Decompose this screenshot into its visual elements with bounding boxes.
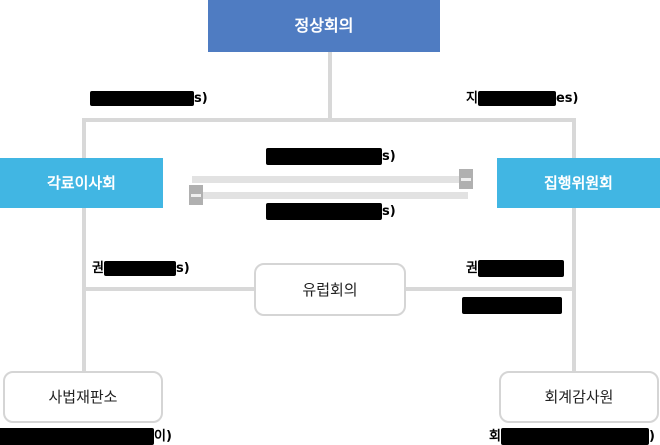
node-court-of-justice-label: 사법재판소 (48, 388, 118, 406)
edge-label-mid-left-prefix: 권 (92, 261, 104, 276)
edge-label-top-right: 지 es) (466, 90, 578, 108)
arrow-shaft-leftward (196, 192, 468, 199)
redaction-bar-bottom-right (500, 428, 649, 445)
edge-label-center-upper-suffix: s) (382, 149, 396, 164)
edge-label-bottom-right: 회) (489, 428, 655, 445)
redaction-bar-top-left (90, 91, 194, 106)
edge-label-bottom-left: 이) (0, 428, 172, 445)
edge-label-bottom-right-prefix: 회 (489, 429, 501, 444)
arrow-head-left (189, 185, 203, 205)
node-court-of-justice[interactable]: 사법재판소 (3, 371, 163, 423)
edge-label-center-upper: s) (266, 148, 396, 166)
node-european-assembly[interactable]: 유럽회의 (254, 263, 406, 316)
redaction-bar-center-lower (266, 203, 382, 220)
node-summit[interactable]: 정상회의 (208, 0, 440, 52)
redaction-bar-top-right (477, 91, 556, 106)
node-executive-committee-label: 집행위원회 (543, 174, 613, 192)
edge-label-bottom-left-suffix: 이) (154, 429, 172, 444)
edge-label-top-right-suffix: es) (555, 91, 579, 106)
redaction-bar-mid-right-line1 (477, 260, 564, 277)
edge-label-mid-left-suffix: s) (175, 261, 190, 276)
node-summit-label: 정상회의 (294, 16, 354, 36)
node-council-of-ministers-label: 각료이사회 (46, 174, 116, 192)
edge-label-mid-right-line1-prefix: 권 (466, 261, 478, 276)
connector-council-down (82, 208, 86, 374)
edge-label-center-lower: s) (266, 203, 396, 221)
edge-label-center-lower-suffix: s) (382, 204, 396, 219)
edge-label-mid-left: 권 s) (92, 260, 190, 278)
edge-label-bottom-right-suffix: ) (648, 429, 655, 444)
edge-label-top-left: s) (90, 90, 208, 108)
node-executive-committee[interactable]: 집행위원회 (497, 158, 660, 208)
edge-label-top-left-suffix: s) (194, 91, 208, 106)
edge-label-mid-right-line1: 권 (466, 260, 564, 278)
node-council-of-ministers[interactable]: 각료이사회 (0, 158, 163, 208)
connector-assembly-right (406, 287, 576, 291)
node-court-of-auditors-label: 회계감사원 (544, 388, 614, 406)
node-court-of-auditors[interactable]: 회계감사원 (499, 371, 659, 423)
redaction-bar-bottom-left (0, 428, 154, 445)
arrow-head-right (459, 169, 473, 189)
connector-assembly-left (82, 287, 254, 291)
redaction-bar-mid-right-line2 (462, 297, 562, 314)
connector-commission-down (572, 208, 576, 374)
connector-top-to-commission (572, 118, 576, 158)
redaction-bar-mid-left (103, 261, 176, 276)
connector-top-to-council (82, 118, 86, 158)
connector-summit-down (328, 52, 332, 120)
edge-label-mid-right-line2 (462, 297, 562, 315)
edge-label-top-right-prefix: 지 (466, 91, 478, 106)
connector-top-horizontal (82, 118, 576, 122)
node-european-assembly-label: 유럽회의 (302, 280, 358, 299)
redaction-bar-center-upper (266, 148, 382, 165)
arrow-shaft-rightward (192, 176, 464, 183)
